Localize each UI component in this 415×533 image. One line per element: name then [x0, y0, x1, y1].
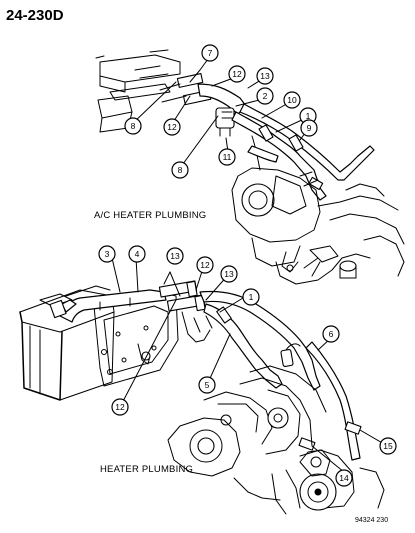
- callout-4: 4: [128, 245, 146, 263]
- svg-text:11: 11: [223, 152, 232, 162]
- callout-14: 14: [335, 469, 353, 487]
- callout-13-lower-b: 13: [220, 265, 238, 283]
- svg-text:13: 13: [224, 269, 234, 279]
- callout-12-upper-a: 12: [228, 65, 246, 83]
- callout-10: 10: [283, 91, 301, 109]
- callout-1-lower: 1: [242, 288, 260, 306]
- callout-12-lower-b: 12: [111, 398, 129, 416]
- svg-text:8: 8: [178, 165, 183, 175]
- svg-text:12: 12: [200, 260, 210, 270]
- image-code: 94324 230: [355, 517, 388, 524]
- svg-text:12: 12: [232, 69, 242, 79]
- callout-13-upper: 13: [256, 67, 274, 85]
- callout-6: 6: [322, 325, 340, 343]
- svg-text:3: 3: [105, 249, 110, 259]
- heater-plumbing-illustration: [19, 280, 385, 515]
- svg-text:8: 8: [131, 121, 136, 131]
- svg-text:1: 1: [249, 292, 254, 302]
- ac-heater-plumbing-illustration: [95, 49, 405, 285]
- callout-12-upper-b: 12: [163, 118, 181, 136]
- callout-12-lower-a: 12: [196, 256, 214, 274]
- svg-text:4: 4: [135, 249, 140, 259]
- callout-8-upper-a: 8: [124, 117, 142, 135]
- callout-11: 11: [218, 148, 236, 166]
- svg-text:12: 12: [115, 402, 125, 412]
- svg-text:5: 5: [205, 380, 210, 390]
- callout-9: 9: [300, 119, 318, 137]
- svg-text:13: 13: [170, 251, 180, 261]
- callout-15: 15: [379, 437, 397, 455]
- svg-text:2: 2: [263, 91, 268, 101]
- svg-text:13: 13: [260, 71, 270, 81]
- svg-text:15: 15: [383, 441, 393, 451]
- callout-13-lower-a: 13: [166, 247, 184, 265]
- caption-ac-heater-plumbing: A/C HEATER PLUMBING: [94, 210, 206, 221]
- callout-7: 7: [201, 44, 219, 62]
- svg-text:14: 14: [339, 473, 349, 483]
- svg-text:9: 9: [307, 123, 312, 133]
- caption-heater-plumbing: HEATER PLUMBING: [100, 464, 193, 475]
- svg-text:6: 6: [329, 329, 334, 339]
- callout-5: 5: [198, 376, 216, 394]
- figure-number: 24-230D: [6, 7, 64, 24]
- callout-2: 2: [256, 87, 274, 105]
- svg-text:1: 1: [306, 111, 311, 121]
- svg-text:7: 7: [208, 48, 213, 58]
- callout-8-upper-b: 8: [171, 161, 189, 179]
- callout-3: 3: [98, 245, 116, 263]
- svg-text:10: 10: [287, 95, 297, 105]
- svg-text:12: 12: [167, 122, 177, 132]
